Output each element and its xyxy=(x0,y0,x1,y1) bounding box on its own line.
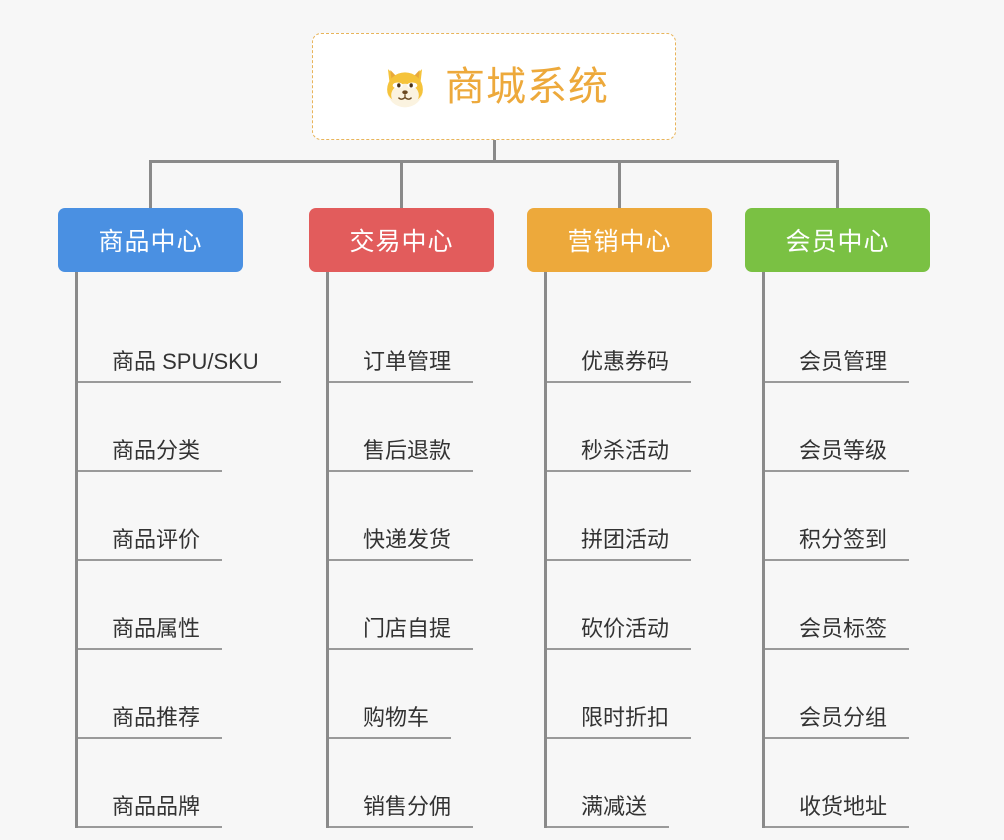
list-item[interactable]: 购物车 xyxy=(329,650,494,739)
list-item-label: 会员等级 xyxy=(799,437,888,463)
list-item-label: 砍价活动 xyxy=(581,615,670,641)
list-item[interactable]: 销售分佣 xyxy=(329,739,494,828)
list-item-label: 会员分组 xyxy=(799,704,888,730)
list-item[interactable]: 快递发货 xyxy=(329,472,494,561)
branch-4: 会员管理 会员等级 积分签到 会员标签 会员分组 收货地址 xyxy=(762,272,930,828)
list-item[interactable]: 门店自提 xyxy=(329,561,494,650)
list-item[interactable]: 商品分类 xyxy=(78,383,281,472)
root-title: 商城系统 xyxy=(445,64,609,109)
list-item[interactable]: 商品 SPU/SKU xyxy=(78,294,281,383)
root-node[interactable]: 商城系统 xyxy=(312,33,676,140)
category-label: 商品中心 xyxy=(98,228,203,256)
list-item[interactable]: 满减送 xyxy=(547,739,712,828)
category-column-2: 交易中心 订单管理 售后退款 快递发货 门店自提 购物车 销售分佣 xyxy=(309,208,494,828)
category-header-4[interactable]: 会员中心 xyxy=(745,208,930,272)
category-label: 交易中心 xyxy=(349,228,454,256)
branch-1: 商品 SPU/SKU 商品分类 商品评价 商品属性 商品推荐 商品品牌 xyxy=(75,272,281,828)
list-item[interactable]: 售后退款 xyxy=(329,383,494,472)
list-item[interactable]: 拼团活动 xyxy=(547,472,712,561)
category-header-1[interactable]: 商品中心 xyxy=(58,208,243,272)
list-item-label: 会员标签 xyxy=(799,615,888,641)
list-item-label: 售后退款 xyxy=(363,437,452,463)
list-item-label: 限时折扣 xyxy=(581,704,670,730)
list-item-label: 拼团活动 xyxy=(581,526,670,552)
list-item[interactable]: 商品品牌 xyxy=(78,739,281,828)
connector-drop-2 xyxy=(400,160,403,208)
list-item-label: 秒杀活动 xyxy=(581,437,670,463)
category-label: 营销中心 xyxy=(567,228,672,256)
list-item[interactable]: 商品评价 xyxy=(78,472,281,561)
category-column-4: 会员中心 会员管理 会员等级 积分签到 会员标签 会员分组 收货地址 xyxy=(745,208,930,828)
list-item-label: 积分签到 xyxy=(799,526,888,552)
list-item-label: 优惠券码 xyxy=(581,348,670,374)
list-item[interactable]: 限时折扣 xyxy=(547,650,712,739)
list-item[interactable]: 会员标签 xyxy=(765,561,930,650)
list-item-label: 商品 SPU/SKU xyxy=(112,348,259,374)
list-item-label: 满减送 xyxy=(581,793,648,819)
list-item-label: 商品分类 xyxy=(112,437,201,463)
list-item-label: 订单管理 xyxy=(363,348,452,374)
category-header-3[interactable]: 营销中心 xyxy=(527,208,712,272)
list-item-label: 商品评价 xyxy=(112,526,201,552)
list-item-label: 商品属性 xyxy=(112,615,201,641)
list-item[interactable]: 会员管理 xyxy=(765,294,930,383)
list-item-label: 会员管理 xyxy=(799,348,888,374)
list-item[interactable]: 积分签到 xyxy=(765,472,930,561)
list-item-label: 销售分佣 xyxy=(363,793,452,819)
list-item[interactable]: 秒杀活动 xyxy=(547,383,712,472)
list-item[interactable]: 订单管理 xyxy=(329,294,494,383)
list-item[interactable]: 会员分组 xyxy=(765,650,930,739)
list-item[interactable]: 收货地址 xyxy=(765,739,930,828)
list-item-label: 快递发货 xyxy=(363,526,452,552)
connector-drop-3 xyxy=(618,160,621,208)
category-header-2[interactable]: 交易中心 xyxy=(309,208,494,272)
category-column-1: 商品中心 商品 SPU/SKU 商品分类 商品评价 商品属性 商品推荐 商品品牌 xyxy=(58,208,281,828)
connector-root-stem xyxy=(493,140,496,162)
category-label: 会员中心 xyxy=(785,228,890,256)
list-item[interactable]: 商品属性 xyxy=(78,561,281,650)
list-item[interactable]: 砍价活动 xyxy=(547,561,712,650)
branch-3: 优惠券码 秒杀活动 拼团活动 砍价活动 限时折扣 满减送 xyxy=(544,272,712,828)
list-item[interactable]: 会员等级 xyxy=(765,383,930,472)
branch-2: 订单管理 售后退款 快递发货 门店自提 购物车 销售分佣 xyxy=(326,272,494,828)
list-item[interactable]: 商品推荐 xyxy=(78,650,281,739)
list-item-label: 商品推荐 xyxy=(112,704,201,730)
list-item-label: 门店自提 xyxy=(363,615,452,641)
shiba-dog-face-icon xyxy=(379,61,431,113)
list-item-label: 收货地址 xyxy=(799,793,888,819)
category-column-3: 营销中心 优惠券码 秒杀活动 拼团活动 砍价活动 限时折扣 满减送 xyxy=(527,208,712,828)
connector-horizontal-bus xyxy=(149,160,838,163)
list-item[interactable]: 优惠券码 xyxy=(547,294,712,383)
list-item-label: 商品品牌 xyxy=(112,793,201,819)
connector-drop-1 xyxy=(149,160,152,208)
list-item-label: 购物车 xyxy=(363,704,430,730)
connector-drop-4 xyxy=(836,160,839,208)
